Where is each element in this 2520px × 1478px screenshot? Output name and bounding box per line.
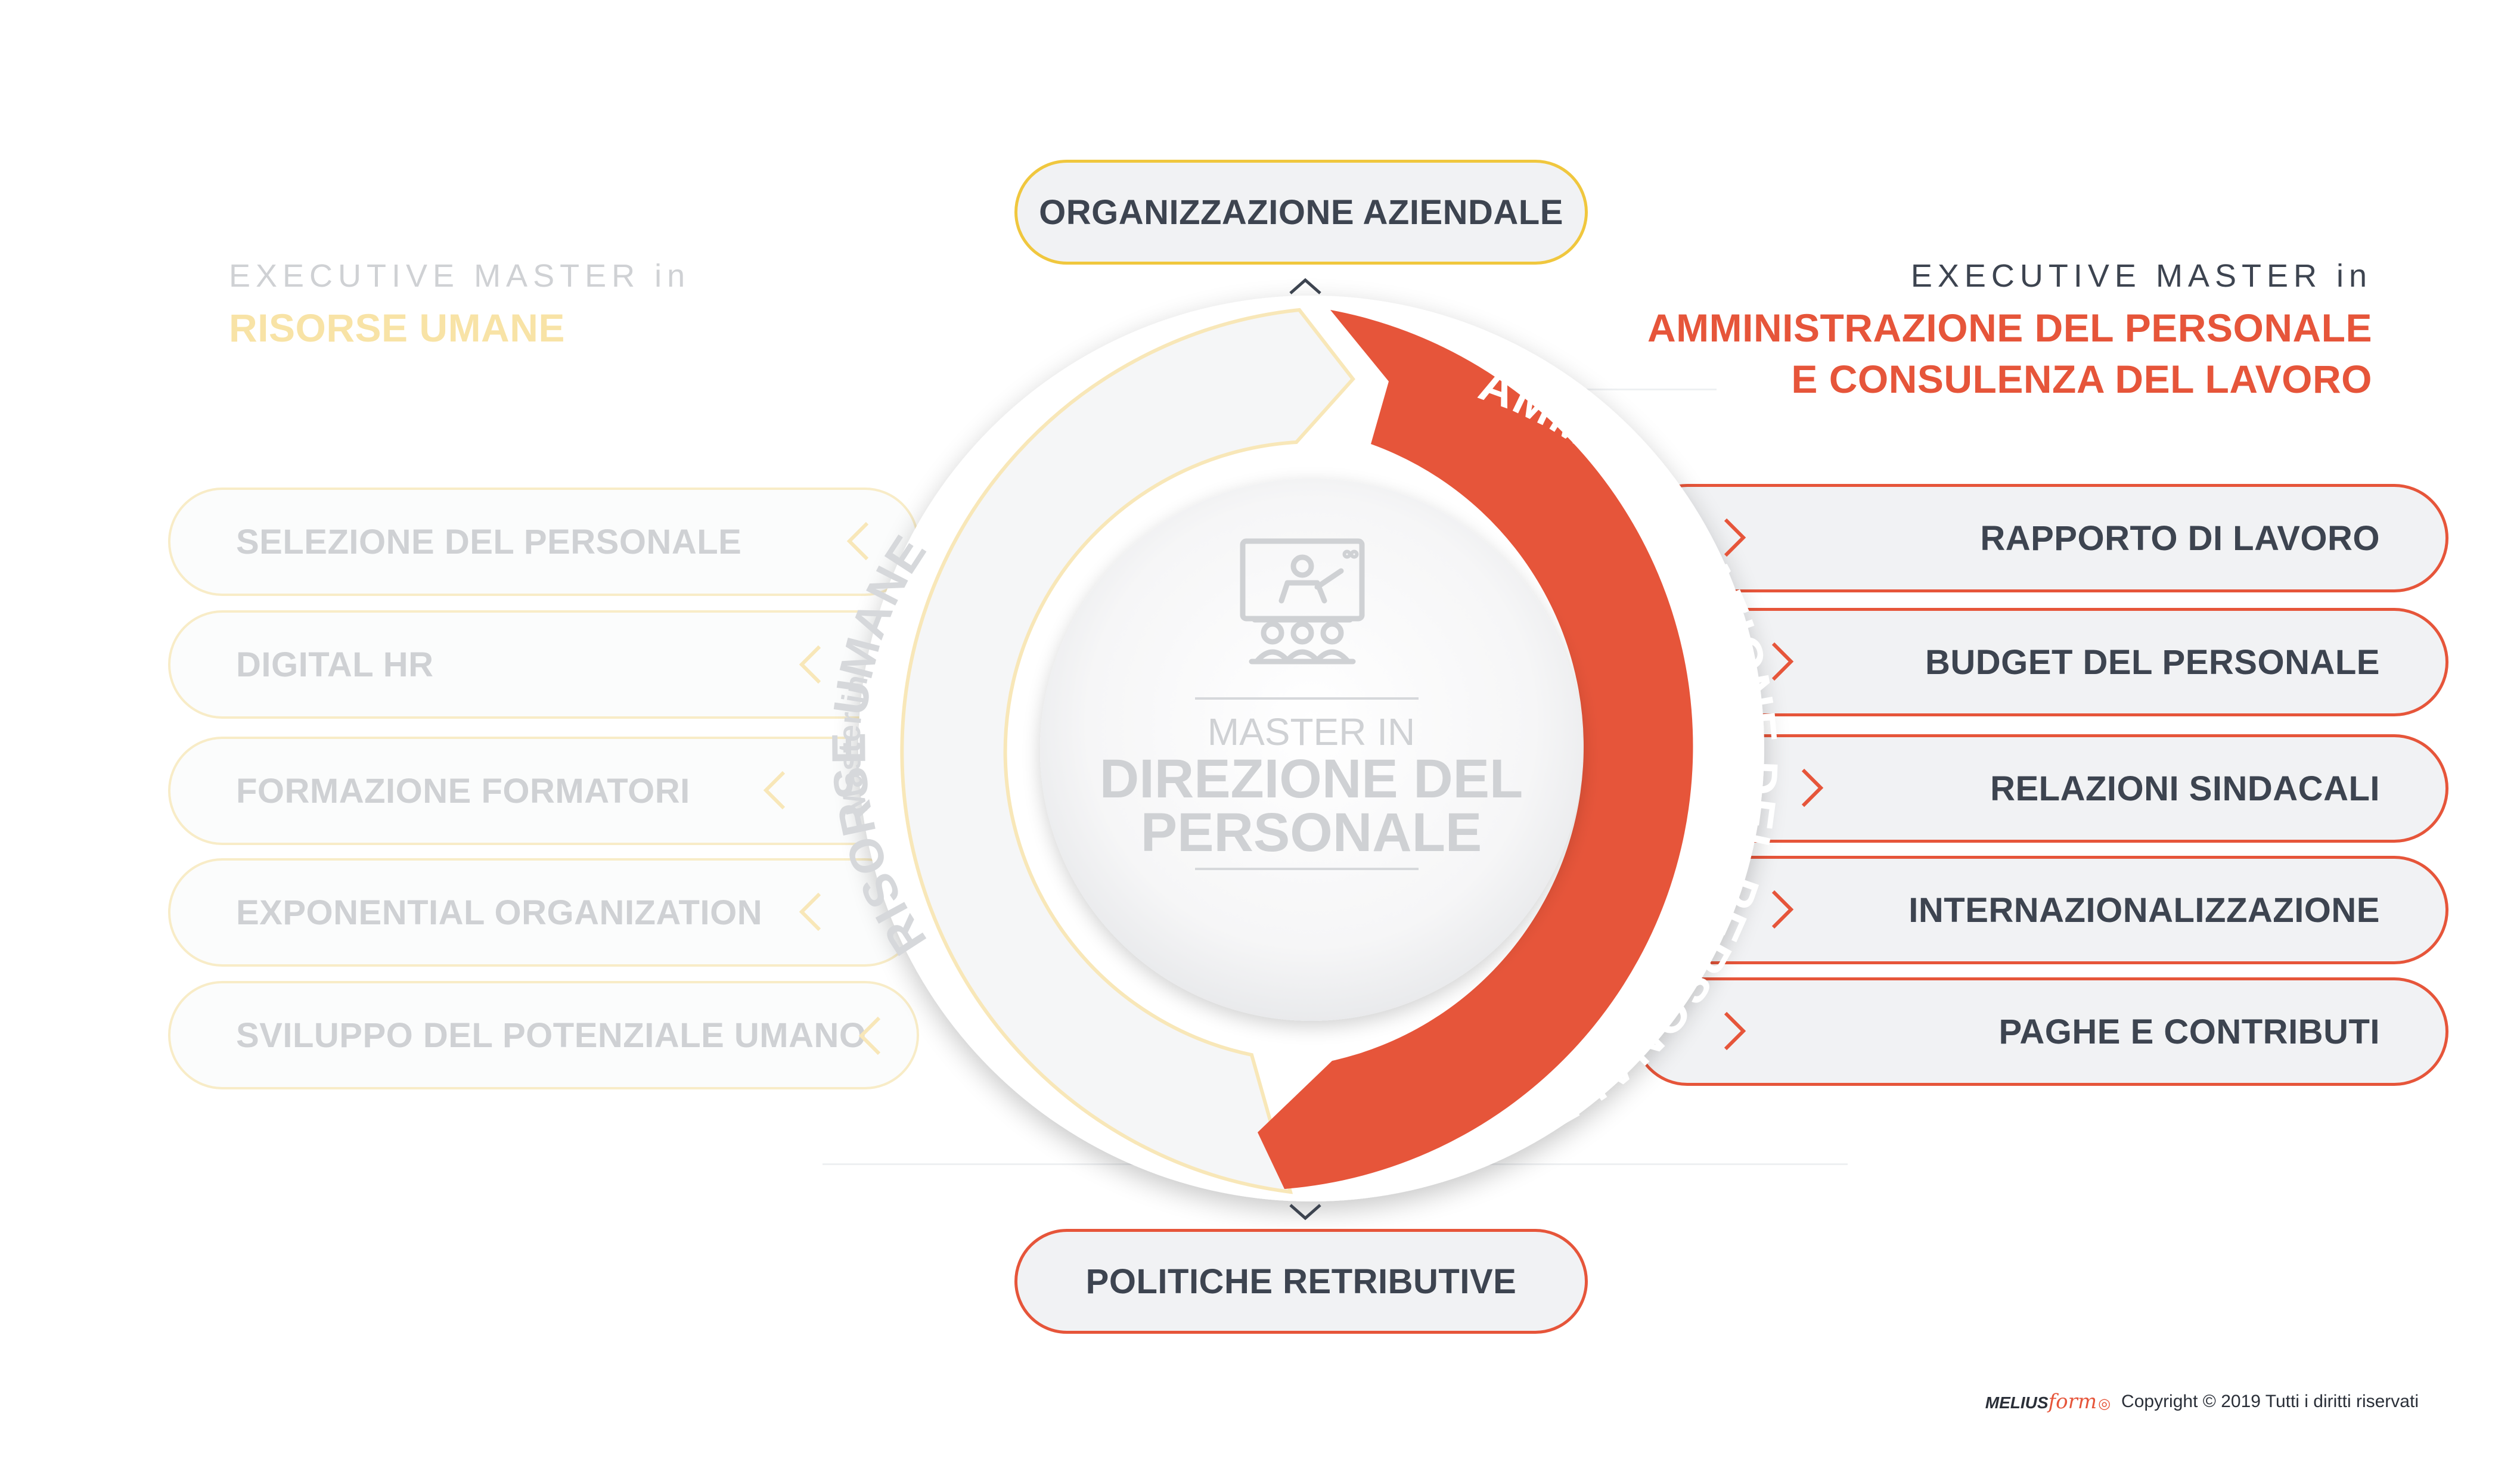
chevron-right-icon: [1771, 890, 1794, 929]
chevron-down-icon: [1289, 1204, 1321, 1221]
chevron-right-icon: [1724, 1011, 1746, 1051]
right-header: EXECUTIVE MASTER in AMMINISTRAZIONE DEL …: [1647, 257, 2372, 402]
right-header-title-1: AMMINISTRAZIONE DEL PERSONALE: [1647, 306, 2372, 350]
chevron-left-icon: [858, 1016, 881, 1055]
chevron-left-icon: [799, 892, 821, 931]
chevron-left-icon: [763, 771, 786, 810]
right-header-line1: EXECUTIVE MASTER in: [1910, 258, 2372, 294]
left-item-1[interactable]: DIGITAL HR: [168, 610, 919, 719]
bottom-box-politiche[interactable]: POLITICHE RETRIBUTIVE: [1014, 1229, 1588, 1334]
logo-mark-icon: ◎: [2098, 1396, 2111, 1412]
right-item-1[interactable]: BUDGET DEL PERSONALE: [1633, 608, 2448, 716]
left-item-4[interactable]: SVILUPPO DEL POTENZIALE UMANO: [168, 981, 919, 1089]
top-box-organizzazione[interactable]: ORGANIZZAZIONE AZIENDALE: [1014, 160, 1588, 265]
right-item-2[interactable]: RELAZIONI SINDACALI: [1633, 734, 2448, 843]
inner-disc: [1040, 479, 1582, 1021]
presentation-classroom-icon: [1240, 538, 1365, 665]
chevron-left-icon: [799, 645, 821, 684]
meliusform-logo: MELIUS form ◎: [1985, 1390, 2111, 1414]
chevron-left-icon: [846, 521, 869, 561]
right-arrow-band: [1258, 310, 1693, 1189]
left-arrow-band: [900, 308, 1355, 1194]
chevron-up-icon: [1289, 278, 1321, 294]
right-item-0[interactable]: RAPPORTO DI LAVORO: [1633, 484, 2448, 592]
left-chevrons: [763, 521, 881, 1055]
center-line2: DIREZIONE DEL: [1100, 749, 1523, 809]
right-chevrons: [1724, 518, 1824, 1051]
chevron-right-icon: [1771, 642, 1794, 681]
left-header-title: RISORSE UMANE: [229, 306, 565, 350]
right-item-3[interactable]: INTERNAZIONALIZZAZIONE: [1633, 856, 2448, 964]
left-item-3[interactable]: EXPONENTIAL ORGANIZATION: [168, 858, 919, 967]
right-header-title-2: E CONSULENZA DEL LAVORO: [1791, 357, 2372, 401]
chevron-right-icon: [1724, 518, 1746, 557]
center-line3: PERSONALE: [1141, 802, 1482, 863]
chevron-right-icon: [1801, 768, 1824, 808]
left-item-0[interactable]: SELEZIONE DEL PERSONALE: [168, 488, 919, 596]
logo-script: form: [2048, 1390, 2097, 1414]
logo-bold: MELIUS: [1985, 1393, 2049, 1412]
footer: MELIUS form ◎ Copyright © 2019 Tutti i d…: [1985, 1390, 2419, 1414]
center-line1: MASTER IN: [1208, 710, 1415, 753]
left-header-line1: EXECUTIVE MASTER in: [229, 258, 691, 294]
copyright-text: Copyright © 2019 Tutti i diritti riserva…: [2121, 1392, 2419, 1411]
left-item-2[interactable]: FORMAZIONE FORMATORI: [168, 737, 919, 845]
right-item-4[interactable]: PAGHE E CONTRIBUTI: [1633, 977, 2448, 1086]
left-header: EXECUTIVE MASTER in RISORSE UMANE: [229, 257, 690, 350]
